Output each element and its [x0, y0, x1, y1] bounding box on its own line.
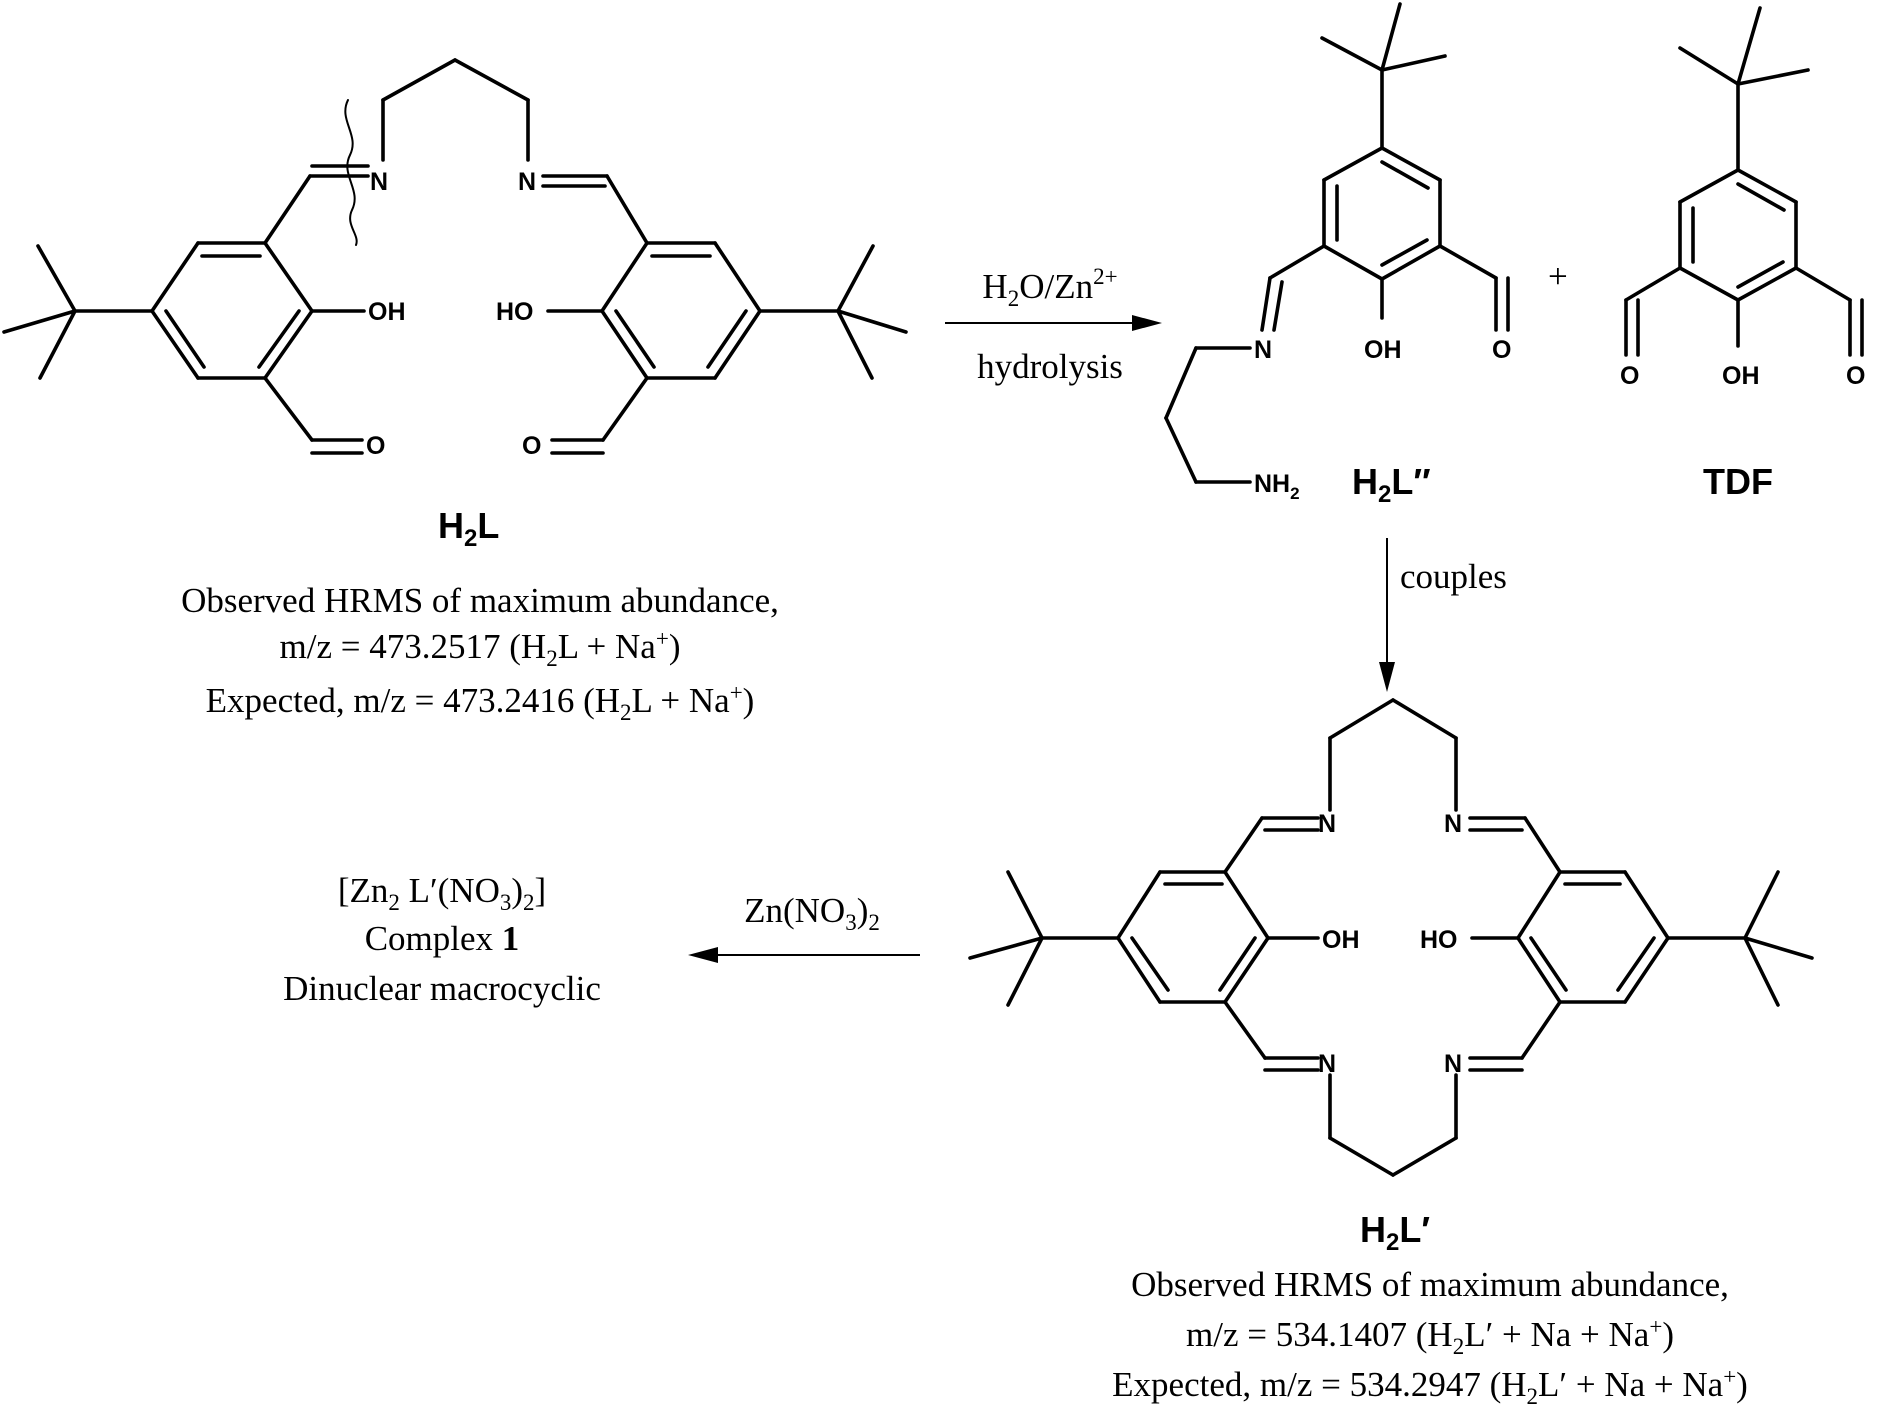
- hrms-expected-value: Expected, m/z = 534.2947 (H2L′ + Na + Na…: [1112, 1364, 1748, 1409]
- atom-n: N: [370, 168, 388, 196]
- hrms-observed-value: m/z = 473.2517 (H2L + Na+): [280, 626, 681, 671]
- atom-oh: OH: [368, 298, 406, 326]
- atom-n: N: [1444, 1050, 1462, 1078]
- atom-o: O: [522, 432, 541, 460]
- hrms-observed-value: m/z = 534.1407 (H2L′ + Na + Na+): [1186, 1314, 1674, 1359]
- compound-label-h2l: H2L: [438, 505, 499, 552]
- couples-arrow: couples: [1379, 538, 1507, 692]
- hydrolysis-label: hydrolysis: [977, 347, 1123, 386]
- tdf-structure: O OH O TDF: [1620, 6, 1865, 502]
- complex-1-text: [Zn2 L′(NO3)2] Complex 1 Dinuclear macro…: [283, 871, 601, 1008]
- hydrolysis-reagent: H2O/Zn2+: [982, 264, 1117, 311]
- atom-o: O: [1492, 336, 1511, 364]
- atom-n: N: [1254, 336, 1272, 364]
- atom-n: N: [1318, 810, 1336, 838]
- zn-nitrate-reagent: Zn(NO3)2: [744, 891, 880, 935]
- compound-label-h2l-prime: H2L′: [1360, 1209, 1430, 1256]
- atom-nh2: NH2: [1254, 470, 1300, 503]
- h2l-prime-hrms-text: Observed HRMS of maximum abundance, m/z …: [1112, 1265, 1748, 1409]
- complex-description: Dinuclear macrocyclic: [283, 969, 601, 1008]
- atom-n: N: [1318, 1050, 1336, 1078]
- atom-oh: OH: [1364, 336, 1402, 364]
- hydrolysis-arrow: H2O/Zn2+ hydrolysis: [945, 264, 1162, 386]
- atom-ho: HO: [496, 298, 534, 326]
- couples-label: couples: [1400, 557, 1507, 596]
- h2l-double-prime-structure: N OH O NH2 H2L″: [1164, 2, 1511, 508]
- atom-ho: HO: [1420, 926, 1458, 954]
- plus-sign: +: [1548, 257, 1568, 296]
- compound-label-tdf: TDF: [1703, 461, 1773, 502]
- atom-oh: OH: [1322, 926, 1360, 954]
- h2l-prime-structure: N N OH HO N N H2L′: [968, 698, 1814, 1256]
- hrms-expected-value: Expected, m/z = 473.2416 (H2L + Na+): [206, 680, 755, 725]
- h2l-hrms-text: Observed HRMS of maximum abundance, m/z …: [181, 581, 779, 725]
- atom-oh: OH: [1722, 362, 1760, 390]
- complex-formula: [Zn2 L′(NO3)2]: [338, 871, 546, 915]
- compound-label-h2l-double-prime: H2L″: [1352, 461, 1431, 508]
- atom-o: O: [1846, 362, 1865, 390]
- atom-o: O: [366, 432, 385, 460]
- hrms-observed-heading: Observed HRMS of maximum abundance,: [1131, 1265, 1729, 1304]
- complex-name: Complex 1: [365, 919, 520, 958]
- atom-n: N: [518, 168, 536, 196]
- h2l-structure: N N OH HO O O H2L: [2, 58, 908, 552]
- zn-nitrate-arrow: Zn(NO3)2: [688, 891, 920, 963]
- atom-n: N: [1444, 810, 1462, 838]
- hrms-observed-heading: Observed HRMS of maximum abundance,: [181, 581, 779, 620]
- atom-o: O: [1620, 362, 1639, 390]
